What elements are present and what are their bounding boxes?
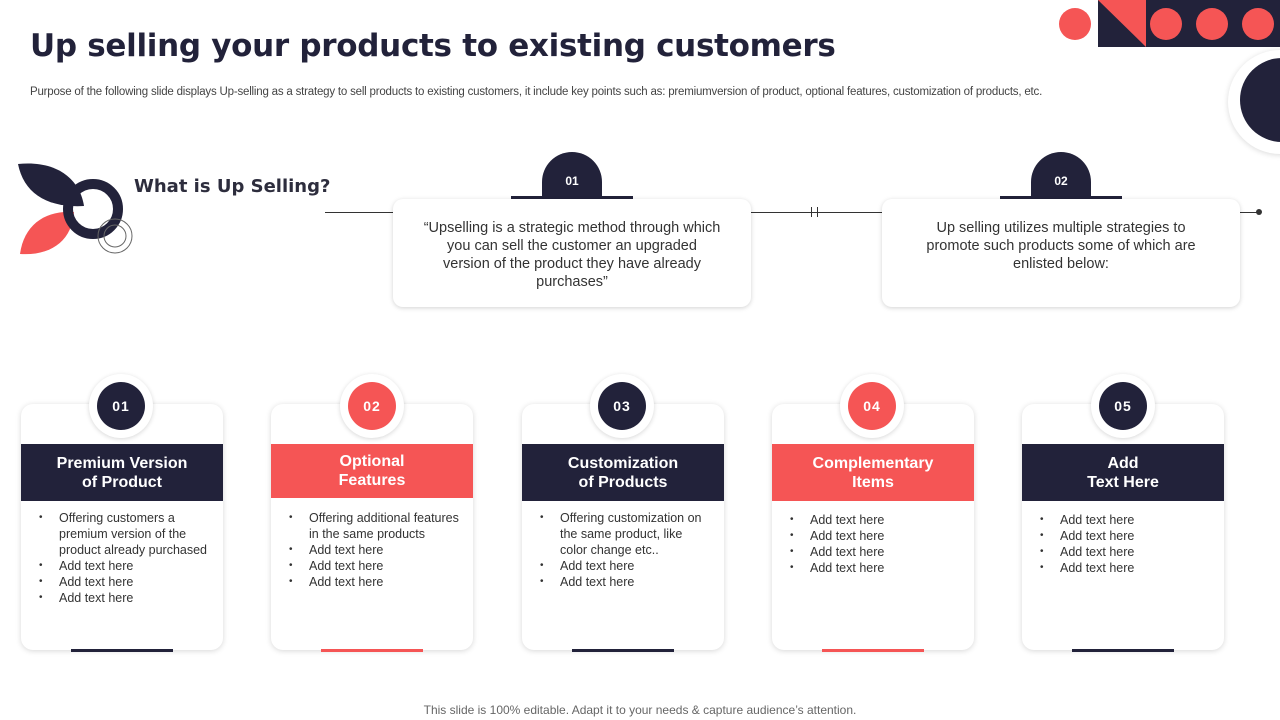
card-accent-bar <box>822 649 924 652</box>
card-bullet-list: Offering additional features in the same… <box>289 510 459 590</box>
info-box-definition: “Upselling is a strategic method through… <box>393 199 751 307</box>
section-heading: What is Up Selling? <box>134 176 330 197</box>
list-item: Add text here <box>1040 560 1210 576</box>
leaf-icon <box>18 162 138 258</box>
connector-end-dot <box>1256 209 1262 215</box>
card-number-ring: 03 <box>590 374 654 438</box>
card-heading: Complementary Items <box>772 444 974 501</box>
page-subtitle: Purpose of the following slide displays … <box>30 86 1042 98</box>
connector-tick <box>811 207 812 217</box>
card-bullet-list: Add text here Add text here Add text her… <box>790 512 960 576</box>
footer-note: This slide is 100% editable. Adapt it to… <box>0 703 1280 717</box>
card-number: 01 <box>97 382 145 430</box>
list-item: Offering customization on the same produ… <box>540 510 710 558</box>
card-accent-bar <box>1072 649 1174 652</box>
card-bullet-list: Add text here Add text here Add text her… <box>1040 512 1210 576</box>
list-item: Add text here <box>1040 544 1210 560</box>
card-optional-features: Optional Features Offering additional fe… <box>271 404 473 650</box>
page-title: Up selling your products to existing cus… <box>30 28 835 64</box>
card-number: 03 <box>598 382 646 430</box>
info-badge-01: 01 <box>542 152 602 198</box>
card-accent-bar <box>71 649 173 652</box>
connector-tick <box>817 207 818 217</box>
list-item: Add text here <box>39 558 209 574</box>
card-accent-bar <box>321 649 423 652</box>
list-item: Add text here <box>289 558 459 574</box>
list-item: Add text here <box>790 512 960 528</box>
list-item: Add text here <box>540 574 710 590</box>
card-heading: Optional Features <box>271 444 473 498</box>
list-item: Add text here <box>1040 512 1210 528</box>
card-number-ring: 04 <box>840 374 904 438</box>
card-number: 05 <box>1099 382 1147 430</box>
list-item: Add text here <box>289 542 459 558</box>
list-item: Add text here <box>790 544 960 560</box>
card-number-ring: 05 <box>1091 374 1155 438</box>
card-customization: Customization of Products Offering custo… <box>522 404 724 650</box>
card-complementary-items: Complementary Items Add text here Add te… <box>772 404 974 650</box>
card-accent-bar <box>572 649 674 652</box>
card-heading: Add Text Here <box>1022 444 1224 501</box>
card-add-text: Add Text Here Add text here Add text her… <box>1022 404 1224 650</box>
card-premium-version: Premium Version of Product Offering cust… <box>21 404 223 650</box>
list-item: Add text here <box>790 560 960 576</box>
decorative-circle <box>1150 8 1182 40</box>
card-number-ring: 02 <box>340 374 404 438</box>
card-number-ring: 01 <box>89 374 153 438</box>
list-item: Add text here <box>39 590 209 606</box>
list-item: Offering customers a premium version of … <box>39 510 209 558</box>
connector-line <box>325 212 395 213</box>
list-item: Add text here <box>790 528 960 544</box>
decorative-triangle <box>1098 0 1146 47</box>
list-item: Add text here <box>540 558 710 574</box>
card-heading: Customization of Products <box>522 444 724 501</box>
card-number: 02 <box>348 382 396 430</box>
card-bullet-list: Offering customers a premium version of … <box>39 510 209 606</box>
decorative-circle <box>1196 8 1228 40</box>
list-item: Add text here <box>1040 528 1210 544</box>
card-heading: Premium Version of Product <box>21 444 223 501</box>
list-item: Add text here <box>39 574 209 590</box>
info-box-strategies: Up selling utilizes multiple strategies … <box>882 199 1240 307</box>
card-number: 04 <box>848 382 896 430</box>
decorative-circle <box>1242 8 1274 40</box>
list-item: Add text here <box>289 574 459 590</box>
card-bullet-list: Offering customization on the same produ… <box>540 510 710 590</box>
decorative-circle <box>1059 8 1091 40</box>
list-item: Offering additional features in the same… <box>289 510 459 542</box>
info-badge-02: 02 <box>1031 152 1091 198</box>
